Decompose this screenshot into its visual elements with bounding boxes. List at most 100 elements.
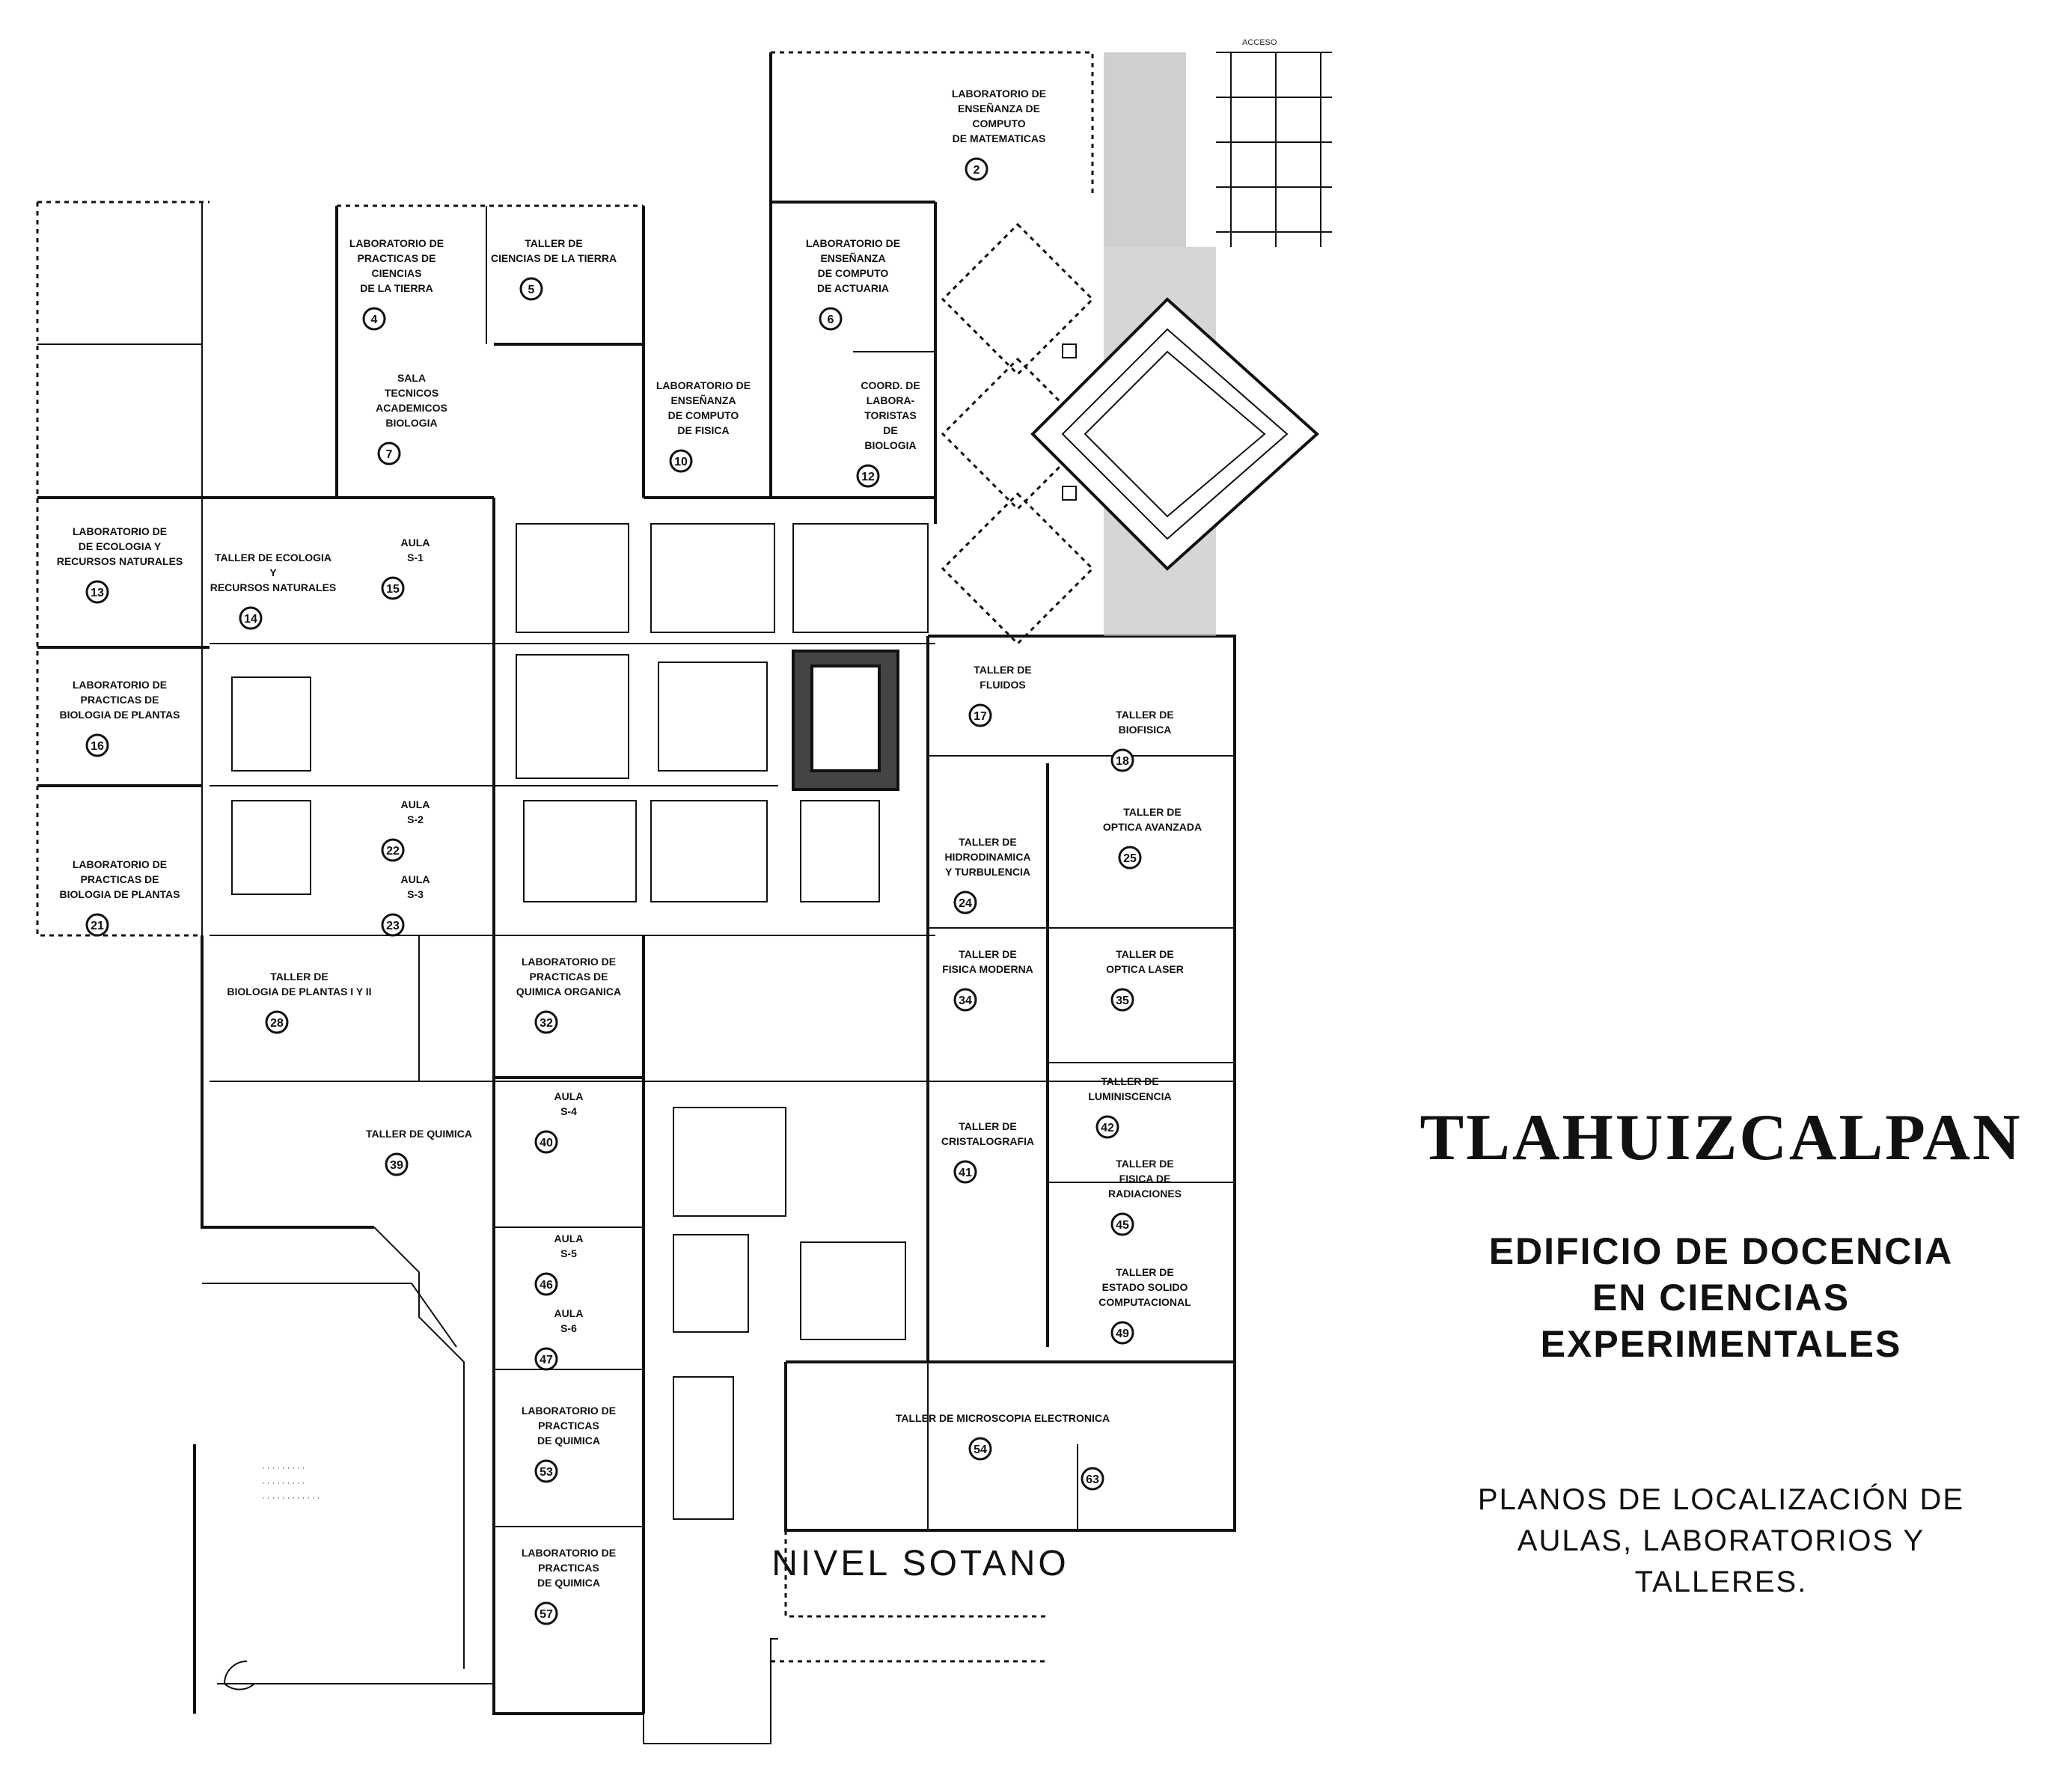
room-number: 25	[1123, 852, 1137, 865]
room-number: 15	[386, 583, 400, 596]
room-label-line: BIOLOGIA	[385, 417, 437, 429]
room-label-line: COMPUTO	[972, 117, 1025, 129]
room-number: 4	[371, 314, 378, 326]
room-number: 42	[1101, 1122, 1114, 1134]
room-number: 34	[959, 995, 972, 1007]
room-label-line: LABORATORIO DE	[522, 1547, 616, 1559]
room-label-line: LABORATORIO DE	[73, 525, 167, 537]
room-number-circle	[669, 449, 693, 473]
room-label-line: PRACTICAS DE	[529, 971, 608, 983]
room-number-circle	[534, 1010, 558, 1034]
room-number-circle	[968, 1437, 992, 1461]
room-number: 40	[540, 1137, 553, 1149]
room-number: 39	[390, 1159, 403, 1172]
room-25: TALLER DE OPTICA AVANZADA 25	[1103, 806, 1202, 870]
room-number-circle	[381, 576, 405, 600]
subtitle-line: EXPERIMENTALES	[1540, 1323, 1902, 1365]
room-number: 63	[1086, 1473, 1099, 1486]
room-label-line: DE QUIMICA	[537, 1577, 600, 1589]
room-number: 35	[1116, 995, 1129, 1007]
room-label-line: CIENCIAS DE LA TIERRA	[491, 252, 617, 264]
legend-note-line-1: · · · · · · · · ·	[262, 1464, 305, 1473]
description-line: AULAS, LABORATORIOS Y	[1517, 1524, 1925, 1557]
room-label-line: S-4	[560, 1105, 577, 1117]
room-label-line: AULA	[554, 1307, 584, 1319]
room-label-line: DE	[883, 424, 897, 436]
room-label-line: LABORATORIO DE	[656, 379, 751, 391]
room-label-line: COMPUTACIONAL	[1098, 1296, 1191, 1308]
room-label-line: TALLER DE	[1116, 1158, 1174, 1170]
room-number-circle	[534, 1601, 558, 1625]
room-number-circle	[534, 1130, 558, 1154]
room-label-line: TALLER DE	[1123, 806, 1182, 818]
room-label-line: LUMINISCENCIA	[1088, 1090, 1171, 1102]
room-label-line: LABORATORIO DE	[73, 858, 167, 870]
room-number: 21	[91, 920, 104, 932]
room-label-line: Y TURBULENCIA	[945, 866, 1030, 878]
room-number: 49	[1116, 1328, 1129, 1340]
room-label-line: FISICA DE	[1119, 1173, 1171, 1185]
room-number: 16	[91, 740, 104, 753]
room-number-circle	[1081, 1467, 1104, 1491]
room-label-line: LABORATORIO DE	[806, 237, 900, 249]
room-label-line: LABORATORIO DE	[522, 956, 616, 968]
room-number: 41	[959, 1167, 972, 1179]
legend-note-line-3: · · · · · · · · · · · ·	[262, 1494, 320, 1503]
room-number-circle	[519, 277, 543, 301]
room-label-line: DE COMPUTO	[668, 409, 739, 421]
room-label-line: DE QUIMICA	[537, 1435, 600, 1447]
room-label-line: AULA	[401, 873, 430, 885]
room-label-line: DE FISICA	[677, 424, 729, 436]
room-15: AULAS-115	[381, 537, 430, 600]
access-label: ACCESO	[1242, 38, 1277, 47]
room-number: 5	[528, 284, 535, 296]
room-label-line: LABORATORIO DE	[952, 88, 1046, 100]
room-number-circle	[953, 988, 977, 1012]
room-number: 2	[974, 164, 980, 177]
room-number-circle	[1110, 988, 1134, 1012]
room-label-line: TALLER DE	[974, 664, 1032, 676]
room-46: AULAS-546	[534, 1232, 583, 1296]
room-number-circle	[953, 890, 977, 914]
room-number: 23	[386, 920, 400, 932]
room-label-line: ENSEÑANZA DE	[958, 102, 1040, 114]
room-number-circle	[239, 606, 263, 630]
room-number-circle	[385, 1152, 409, 1176]
building-outline: · · · · · · · · · · · · · · · · · · · · …	[36, 51, 1236, 1744]
room-label-line: TALLER DE ECOLOGIA	[215, 552, 331, 563]
room-number-circle	[856, 464, 880, 488]
description-line: PLANOS DE LOCALIZACIÓN DE	[1477, 1483, 1965, 1516]
room-number: 54	[974, 1444, 987, 1456]
room-number: 24	[959, 897, 972, 910]
room-number: 10	[674, 456, 688, 468]
room-label-line: PRACTICAS	[538, 1562, 599, 1574]
room-label-line: LABORATORIO DE	[522, 1405, 616, 1417]
room-label-line: DE LA TIERRA	[360, 282, 433, 294]
subtitle-line: EN CIENCIAS	[1592, 1277, 1851, 1319]
room-number-circle	[1110, 1212, 1134, 1236]
room-label-line: TALLER DE	[959, 1120, 1017, 1132]
description-line: TALLERES.	[1634, 1565, 1808, 1598]
room-label-line: S-1	[407, 552, 424, 563]
room-number-circle	[819, 307, 843, 331]
room-number-circle	[362, 307, 386, 331]
room-label-line: BIOLOGIA DE PLANTAS I Y II	[227, 986, 371, 998]
room-label-line: OPTICA AVANZADA	[1103, 821, 1202, 833]
plaza-diamonds: ACCESO	[941, 38, 1332, 646]
room-label-line: S-2	[407, 813, 424, 825]
room-label-line: LABORATORIO DE	[349, 237, 444, 249]
room-label-line: BIOFISICA	[1119, 724, 1172, 736]
room-number-circle	[968, 703, 992, 727]
